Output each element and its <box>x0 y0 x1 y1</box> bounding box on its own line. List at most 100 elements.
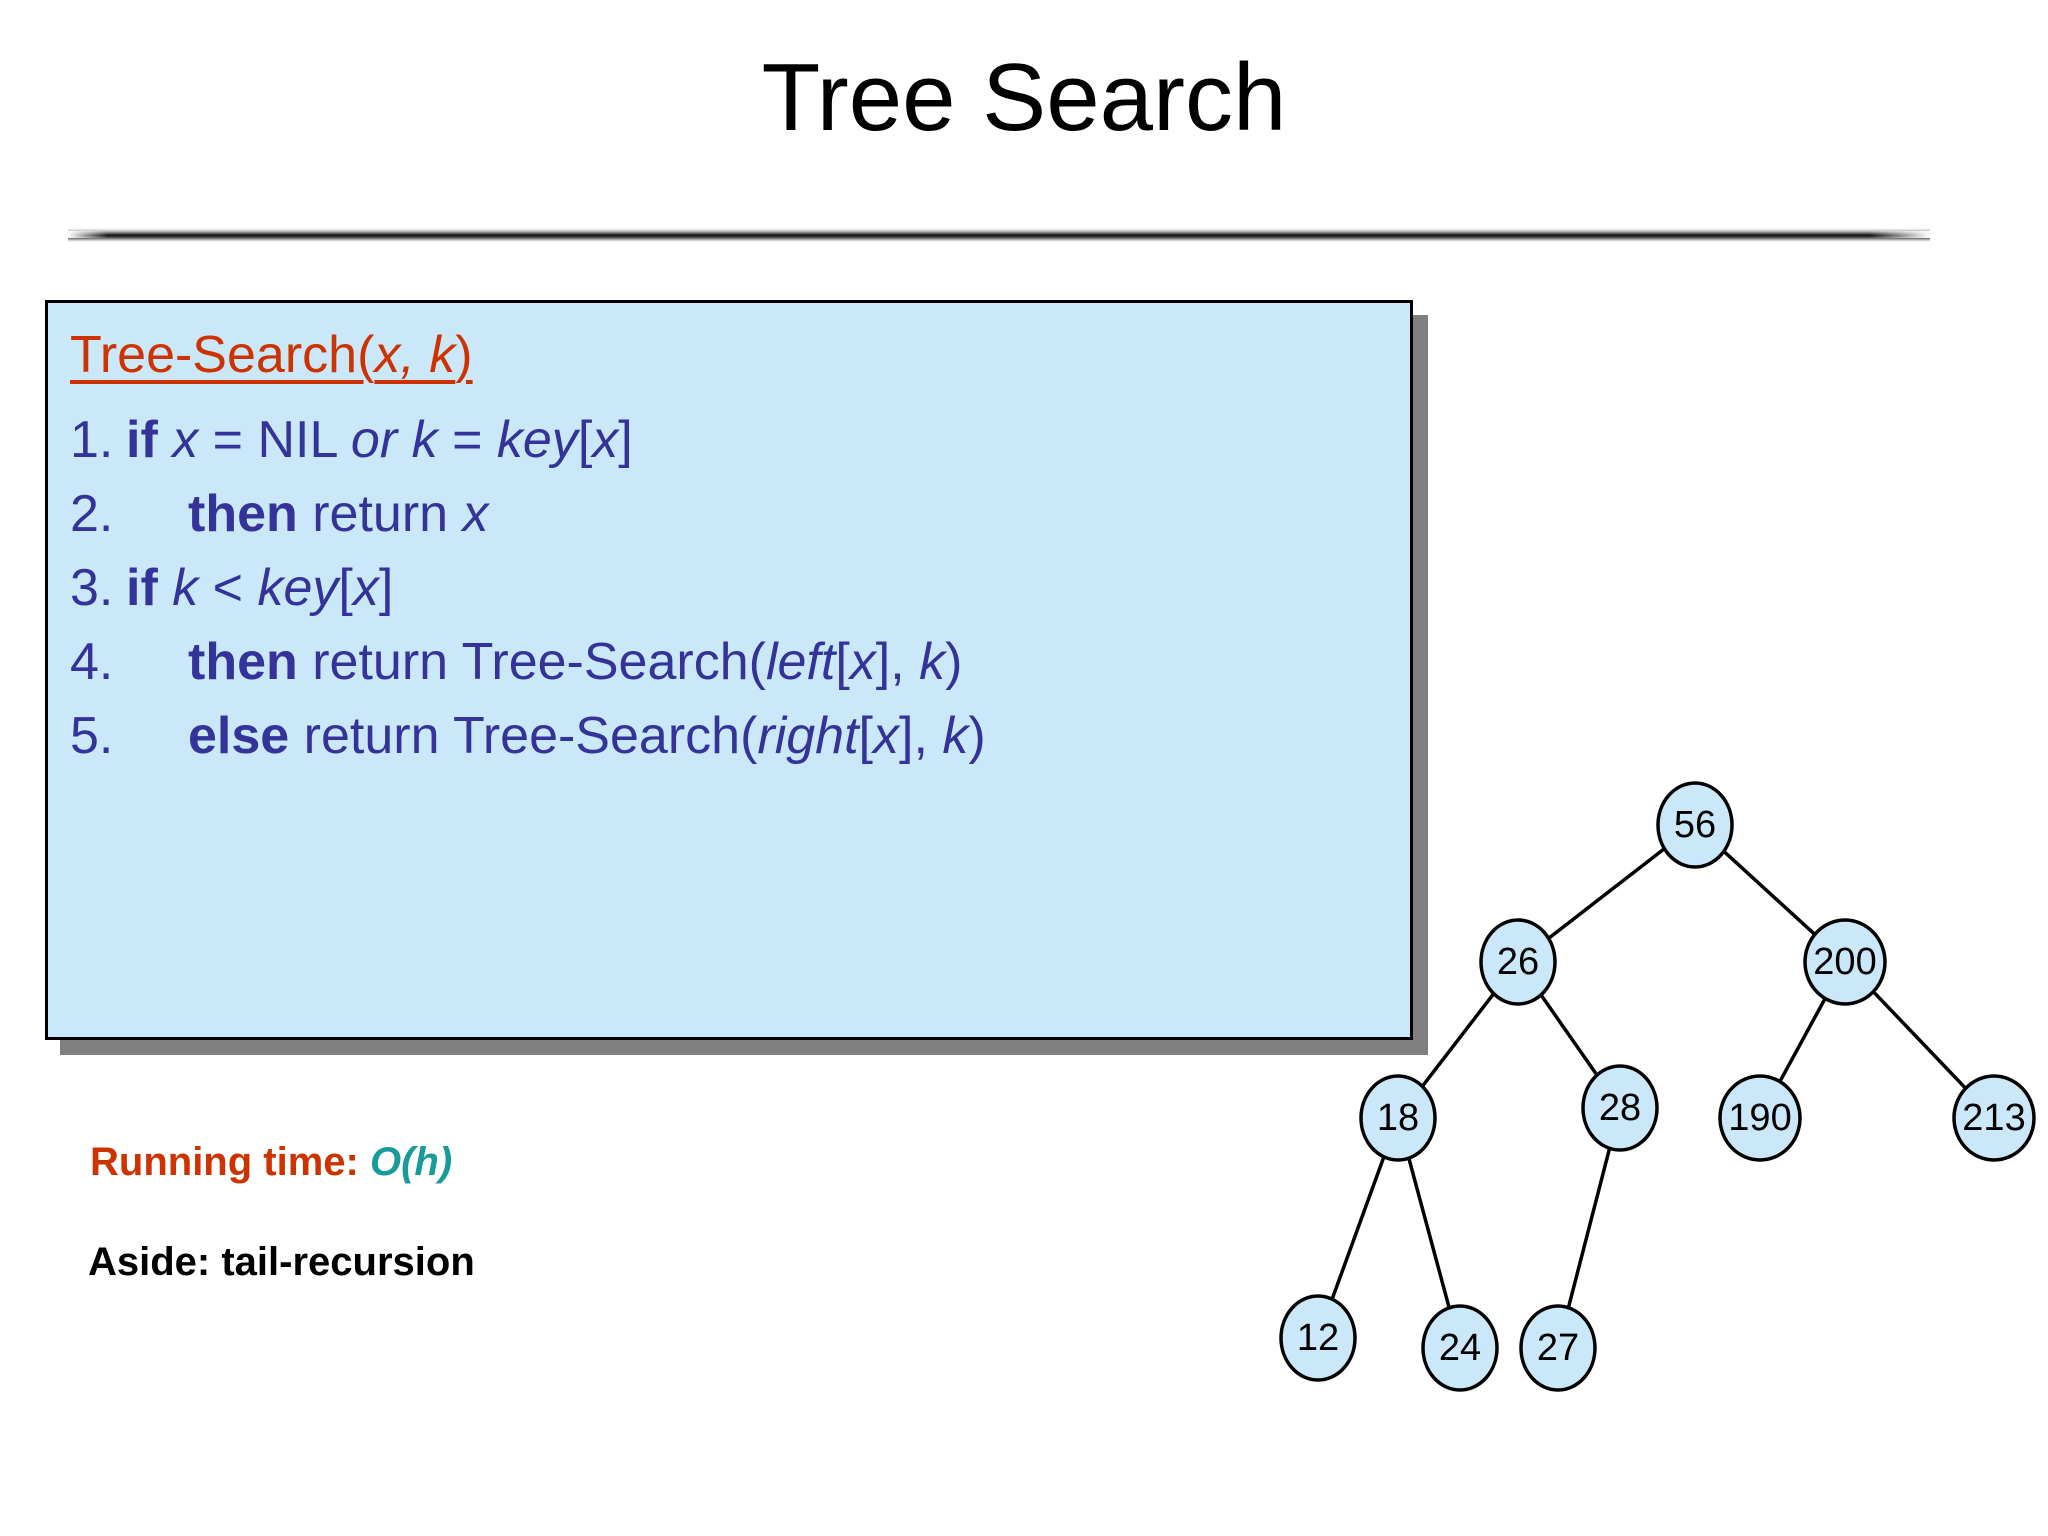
tree-node[interactable]: 190 <box>1718 1074 1802 1162</box>
aside-note: Aside: tail-recursion <box>88 1240 475 1284</box>
tree-node-circle <box>1656 781 1734 869</box>
tree-node[interactable]: 12 <box>1279 1294 1357 1382</box>
tree-node-label: 28 <box>1599 1087 1641 1129</box>
pseudocode-token: [ <box>835 632 850 691</box>
pseudocode-token: ], <box>899 706 943 765</box>
tree-node-label: 26 <box>1497 941 1539 983</box>
tree-node[interactable]: 28 <box>1581 1064 1659 1152</box>
tree-edge <box>1539 993 1599 1077</box>
pseudocode-token: x <box>849 632 876 691</box>
tree-node[interactable]: 27 <box>1519 1304 1597 1392</box>
pseudocode-token: else <box>188 706 304 765</box>
pseudocode-token: or <box>350 411 398 470</box>
tree-node-circle <box>1952 1074 2036 1162</box>
tree-node-label: 213 <box>1962 1097 2025 1139</box>
pseudocode-line-number: 3. <box>70 559 114 618</box>
tree-node-label: 200 <box>1813 941 1876 983</box>
pseudocode-token: [ <box>858 706 873 765</box>
binary-search-tree-figure: 56 26 200 18 28 190 213 12 24 27 <box>1240 760 2040 1420</box>
tree-edge <box>1872 990 1967 1090</box>
pseudocode-token: x <box>352 559 379 618</box>
tree-node-circle <box>1581 1064 1659 1152</box>
tree-node-circle <box>1519 1304 1597 1392</box>
pseudocode-line-indent <box>126 626 188 700</box>
pseudocode-line: 5. else return Tree-Search(right[x], k) <box>70 700 1400 774</box>
pseudocode-token: return Tree-Search( <box>303 706 758 765</box>
pseudocode-token: return <box>312 485 463 544</box>
tree-node-group: 56 26 200 18 28 190 213 12 24 27 <box>1279 781 2036 1392</box>
pseudocode-token: right <box>757 706 859 765</box>
tree-edge <box>1420 992 1496 1088</box>
tree-node[interactable]: 24 <box>1421 1304 1499 1392</box>
tree-node-label: 56 <box>1674 804 1716 846</box>
pseudocode-line: 1.if x = NIL or k = key[x] <box>70 404 1400 478</box>
pseudocode-line-number: 5. <box>70 706 114 765</box>
running-time-note: Running time: O(h) <box>90 1140 452 1185</box>
pseudocode-line-number: 4. <box>70 632 114 691</box>
tree-node[interactable]: 200 <box>1803 918 1887 1006</box>
tree-node-label: 12 <box>1297 1317 1339 1359</box>
pseudocode-token: x <box>462 485 489 544</box>
pseudocode-signature: Tree-Search(x, k) <box>70 325 1400 386</box>
tree-node-circle <box>1359 1074 1437 1162</box>
pseudocode-line-number: 2. <box>70 485 114 544</box>
running-time-label: Running time: <box>90 1140 359 1184</box>
tree-node-label: 190 <box>1728 1097 1791 1139</box>
pseudocode-token: < <box>198 559 258 618</box>
pseudocode-token: key <box>496 411 578 470</box>
tree-edge <box>1547 847 1666 940</box>
pseudocode-line-indent <box>126 700 188 774</box>
tree-edge <box>1722 850 1817 936</box>
pseudocode-token: k <box>919 632 946 691</box>
tree-edge <box>1778 997 1827 1083</box>
pseudocode-signature-name: Tree-Search( <box>70 326 375 384</box>
pseudocode-token: if <box>126 559 173 618</box>
tree-edge <box>1407 1157 1451 1309</box>
pseudocode-token: ] <box>378 559 394 618</box>
tree-node-circle <box>1803 918 1887 1006</box>
pseudocode-token: then <box>188 485 313 544</box>
page-title: Tree Search <box>761 44 1287 151</box>
tree-node-circle <box>1421 1304 1499 1392</box>
tree-node-label: 18 <box>1377 1097 1419 1139</box>
pseudocode-line-list: 1.if x = NIL or k = key[x]2. then return… <box>70 404 1400 773</box>
pseudocode-signature-close: ) <box>455 326 473 384</box>
pseudocode-token: then <box>188 632 313 691</box>
pseudocode-line-indent <box>126 478 188 552</box>
pseudocode-line: 4. then return Tree-Search(left[x], k) <box>70 626 1400 700</box>
pseudocode-signature-args: x, k <box>374 326 456 384</box>
pseudocode-token: x <box>172 411 199 470</box>
pseudocode-token: return Tree-Search( <box>312 632 766 691</box>
pseudocode-line-number: 1. <box>70 411 114 470</box>
tree-svg: 56 26 200 18 28 190 213 12 24 27 <box>1279 781 2036 1392</box>
pseudocode-token: x <box>873 706 899 765</box>
pseudocode-token: k <box>397 411 438 470</box>
tree-node[interactable]: 26 <box>1479 918 1557 1006</box>
pseudocode-token: if <box>126 411 173 470</box>
pseudocode-token: = <box>437 411 497 470</box>
pseudocode-line: 2. then return x <box>70 478 1400 552</box>
pseudocode-token: ], <box>875 632 920 691</box>
pseudocode-token: ] <box>618 411 633 470</box>
pseudocode-token: = NIL <box>198 411 351 470</box>
running-time-value: O(h) <box>369 1140 453 1184</box>
pseudocode-panel: Tree-Search(x, k) 1.if x = NIL or k = ke… <box>45 300 1413 1040</box>
tree-edge-group <box>1330 847 1967 1309</box>
title-divider-rule <box>68 228 1930 242</box>
pseudocode-token: left <box>765 632 836 691</box>
tree-node-circle <box>1479 918 1557 1006</box>
tree-node[interactable]: 213 <box>1952 1074 2036 1162</box>
pseudocode-token: k <box>172 559 199 618</box>
pseudocode-token: key <box>257 559 339 618</box>
tree-node[interactable]: 56 <box>1656 781 1734 869</box>
pseudocode-line: 3.if k < key[x] <box>70 552 1400 626</box>
pseudocode-token: k <box>942 706 969 765</box>
tree-edge <box>1330 1156 1386 1300</box>
tree-node-circle <box>1279 1294 1357 1382</box>
tree-node[interactable]: 18 <box>1359 1074 1437 1162</box>
tree-node-label: 24 <box>1439 1327 1481 1369</box>
pseudocode-token: [ <box>338 559 353 618</box>
pseudocode-token: ) <box>968 706 986 765</box>
tree-edge <box>1566 1147 1612 1309</box>
pseudocode-token: x <box>592 411 619 470</box>
